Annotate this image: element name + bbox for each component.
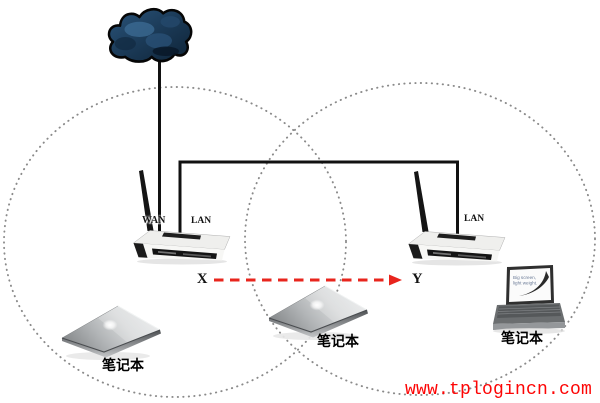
router-left-icon [132, 170, 231, 265]
lan-port-label-right: LAN [464, 214, 485, 224]
bridge-link-arrow [214, 274, 402, 286]
wifi-coverage-left-circle [3, 86, 347, 398]
laptop-right-label: 笔记本 [501, 332, 543, 347]
router-right-icon [407, 171, 506, 266]
point-y-label: Y [412, 271, 423, 287]
laptop-screen-text-line1: Big screen, [513, 275, 536, 280]
laptop-left-label: 笔记本 [102, 359, 144, 374]
laptop-right-icon: Big screen, light weight. [493, 265, 565, 334]
laptop-left-icon [61, 305, 161, 360]
lan-cable [178, 160, 459, 240]
laptop-middle-label: 笔记本 [317, 335, 359, 350]
laptop-screen-text-line2: light weight. [513, 281, 537, 286]
wifi-coverage-right-circle [244, 82, 596, 396]
laptop-middle-icon [268, 285, 368, 340]
internet-cloud-icon [107, 7, 193, 63]
point-x-label: X [197, 271, 208, 287]
lan-port-label-left: LAN [191, 216, 212, 226]
watermark-url: www.tplogincn.com [405, 380, 593, 400]
wan-port-label: WAN [142, 215, 166, 226]
